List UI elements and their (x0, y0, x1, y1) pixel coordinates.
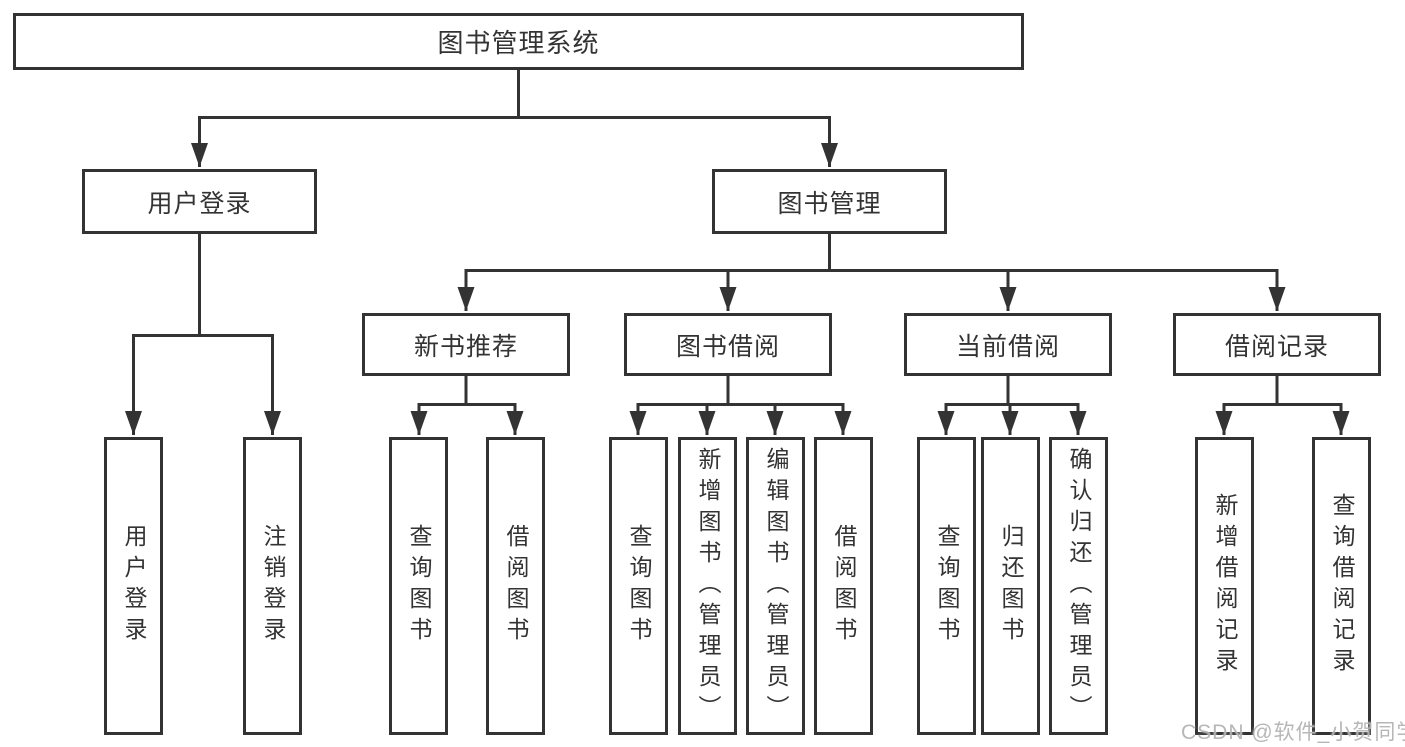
leaf-label: 查询图书 (626, 524, 652, 648)
leaf-label: 新增图书（管理员） (695, 446, 721, 726)
node-newbook-query-books: 查询图书 (389, 437, 448, 735)
leaf-label: 查询图书 (406, 524, 432, 648)
node-add-books-admin: 新增图书（管理员） (678, 437, 737, 735)
node-add-borrow-record: 新增借阅记录 (1195, 437, 1254, 735)
leaf-label: 用户登录 (121, 524, 147, 648)
node-newbook-borrow-books: 借阅图书 (486, 437, 545, 735)
node-book-borrowing: 图书借阅 (624, 313, 832, 376)
leaf-label: 查询图书 (934, 524, 960, 648)
connector-records-split (1215, 376, 1350, 435)
leaf-label: 编辑图书（管理员） (763, 446, 789, 726)
connector-management-split (457, 234, 1286, 311)
node-borrow-books: 借阅图书 (814, 437, 873, 735)
node-borrow-query-books: 查询图书 (609, 437, 668, 735)
node-confirm-return-admin: 确认归还（管理员） (1049, 437, 1108, 735)
node-current-query-books: 查询图书 (917, 437, 976, 735)
connector-currentborrow-split (937, 376, 1087, 435)
node-user-login-leaf: 用户登录 (104, 437, 163, 735)
node-new-book-recommend: 新书推荐 (362, 313, 570, 376)
connector-login-split (125, 234, 281, 435)
node-query-borrow-record: 查询借阅记录 (1312, 437, 1371, 735)
node-edit-books-admin: 编辑图书（管理员） (746, 437, 805, 735)
connector-root (191, 69, 838, 167)
leaf-label: 注销登录 (260, 524, 286, 648)
leaf-label: 确认归还（管理员） (1066, 446, 1092, 726)
node-root: 图书管理系统 (13, 13, 1024, 70)
leaf-label: 查询借阅记录 (1329, 493, 1355, 679)
node-logout: 注销登录 (243, 437, 302, 735)
leaf-label: 借阅图书 (831, 524, 857, 648)
node-return-books: 归还图书 (981, 437, 1040, 735)
node-book-management: 图书管理 (712, 169, 947, 234)
leaf-label: 借阅图书 (503, 524, 529, 648)
connector-newbook-split (410, 376, 524, 435)
leaf-label: 归还图书 (998, 524, 1024, 648)
node-borrowing-records: 借阅记录 (1173, 313, 1381, 376)
node-current-borrowing: 当前借阅 (904, 313, 1112, 376)
connector-bookborrow-split (629, 376, 852, 435)
node-user-login: 用户登录 (82, 169, 317, 234)
csdn-watermark: CSDN @软件_小贺同学 (1181, 721, 1405, 744)
leaf-label: 新增借阅记录 (1212, 493, 1238, 679)
